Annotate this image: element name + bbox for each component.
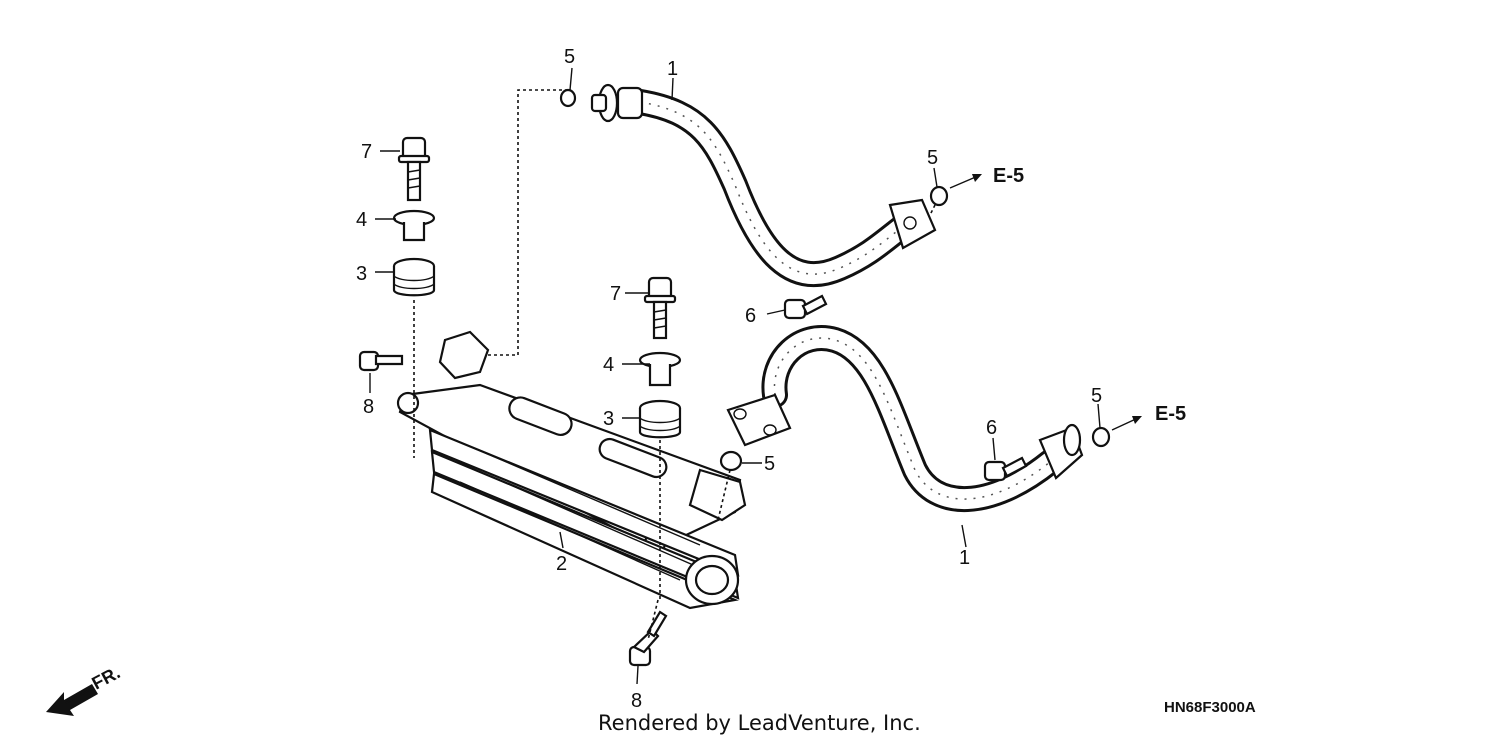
callout-bolt-top-right: 7 <box>610 283 621 305</box>
callout-washer-cooler: 5 <box>764 453 775 475</box>
oil-cooler[interactable] <box>396 330 747 610</box>
callout-washer-top-right: 5 <box>927 147 938 169</box>
ref-arrow-upper <box>949 174 982 189</box>
right-mount-collar[interactable] <box>638 351 682 387</box>
left-mount-rubber[interactable] <box>392 257 436 297</box>
flange-bolt-bottom[interactable] <box>628 610 668 667</box>
upper-oil-hose[interactable] <box>590 83 937 287</box>
washer-lower-right[interactable] <box>1091 426 1111 448</box>
callout-rubber-left: 3 <box>356 263 367 285</box>
right-mount-rubber[interactable] <box>638 399 682 439</box>
callout-bolt-top-left: 7 <box>361 141 372 163</box>
ref-arrow-lower <box>1111 416 1142 431</box>
callout-bolt-upper-hose: 6 <box>745 305 756 327</box>
washer-top-left[interactable] <box>559 88 577 108</box>
washer-cooler[interactable] <box>719 450 743 472</box>
render-credit: Rendered by LeadVenture, Inc. <box>598 711 921 735</box>
lower-oil-hose[interactable] <box>726 325 1084 512</box>
flange-bolt-left[interactable] <box>358 350 404 372</box>
ref-e5-lower: E-5 <box>1155 403 1186 425</box>
diagram-code: HN68F3000A <box>1164 699 1256 716</box>
upper-hose-bolt[interactable] <box>783 294 828 320</box>
washer-top-right[interactable] <box>929 185 949 207</box>
callout-collar-left: 4 <box>356 209 367 231</box>
callout-flange-bolt-left: 8 <box>363 396 374 418</box>
callout-washer-top-left: 5 <box>564 46 575 68</box>
callout-hose-lower: 1 <box>959 547 970 569</box>
front-arrow-icon <box>46 684 98 716</box>
left-mount-bolt[interactable] <box>397 136 431 202</box>
callout-washer-lower-right: 5 <box>1091 385 1102 407</box>
left-mount-collar[interactable] <box>392 209 436 242</box>
lower-hose-bolt[interactable] <box>983 456 1028 482</box>
callout-hose-upper: 1 <box>667 58 678 80</box>
right-mount-bolt[interactable] <box>643 276 677 340</box>
callout-collar-right: 4 <box>603 354 614 376</box>
callout-rubber-right: 3 <box>603 408 614 430</box>
callout-flange-bolt-bottom: 8 <box>631 690 642 712</box>
callout-cooler: 2 <box>556 553 567 575</box>
ref-e5-upper: E-5 <box>993 165 1024 187</box>
callout-bolt-lower-hose: 6 <box>986 417 997 439</box>
